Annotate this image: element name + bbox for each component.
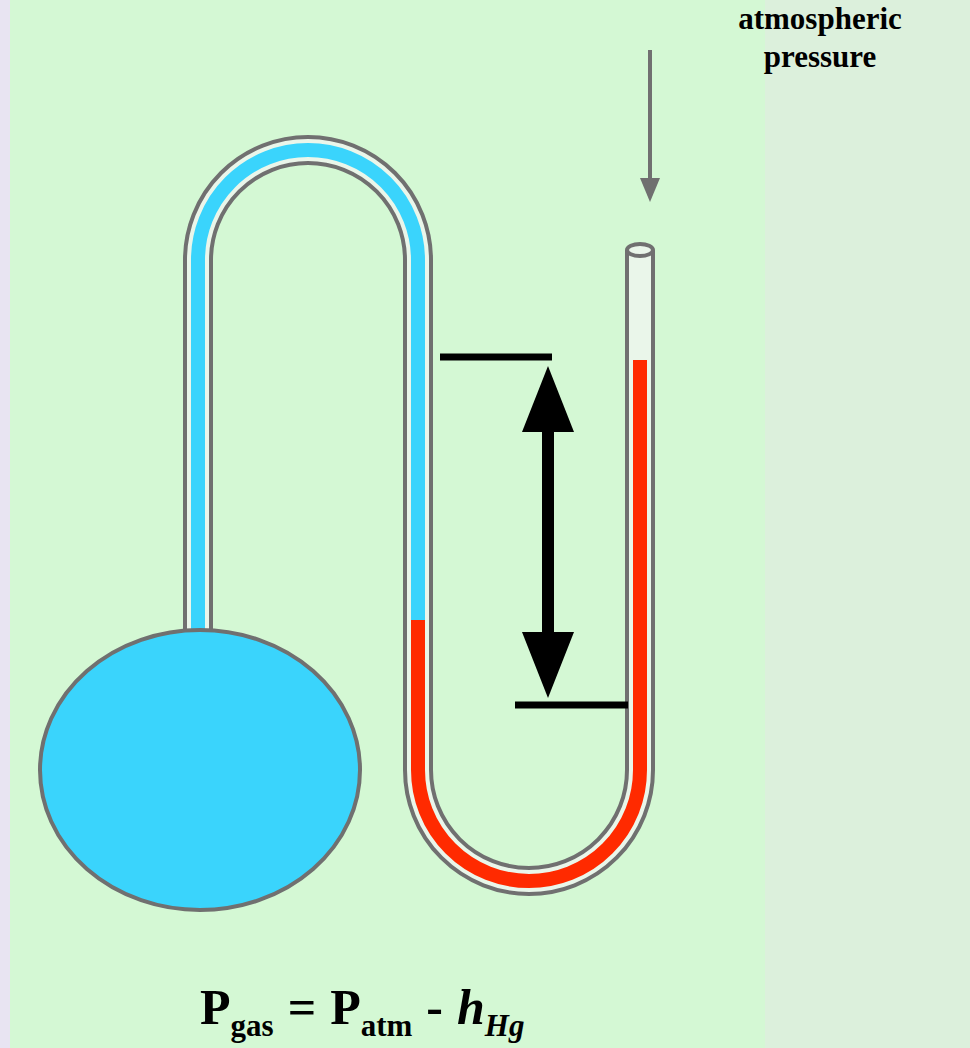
right-panel: [765, 0, 970, 1048]
formula-term: P: [330, 978, 361, 1036]
level-mark: [515, 702, 628, 709]
formula-term: h: [457, 978, 485, 1036]
formula-term: P: [200, 978, 231, 1036]
mercury-column: [418, 360, 640, 881]
gas-bulb: [40, 630, 360, 910]
formula-term: =: [288, 978, 317, 1036]
formula-term: gas: [231, 1008, 274, 1044]
gas-column: [198, 150, 418, 630]
arrow-head: [640, 178, 660, 202]
height-arrow: [542, 420, 554, 640]
formula-row: Pgas=Patm-hHg: [200, 978, 524, 1036]
formula-term: Hg: [485, 1008, 525, 1044]
arrow-head: [522, 632, 574, 698]
arrow-head: [522, 366, 574, 432]
pressure-arrow: [648, 50, 652, 185]
formula-term: -: [426, 978, 443, 1036]
label-box: atmospheric pressure: [700, 0, 940, 76]
formula-term: atm: [361, 1008, 413, 1044]
level-mark: [440, 354, 552, 361]
open-end: [627, 244, 653, 256]
green-panel: [10, 0, 765, 1048]
pressure-label: atmospheric pressure: [700, 0, 940, 76]
